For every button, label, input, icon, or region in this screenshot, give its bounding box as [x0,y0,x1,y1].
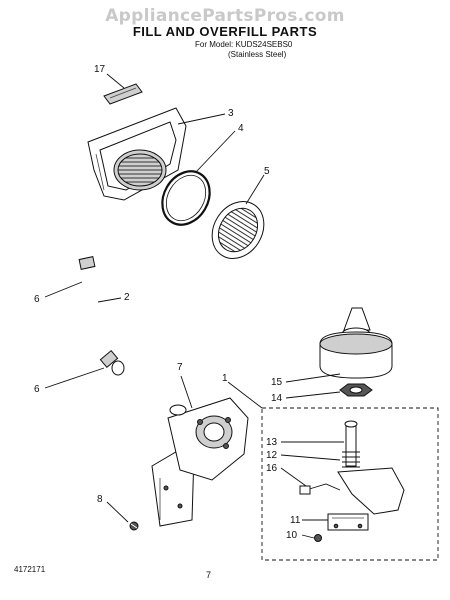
part-17-strip [103,83,143,105]
part-14-nut [339,383,373,397]
callout-11: 11 [290,515,301,526]
callout-17: 17 [94,64,106,75]
part-5-grill-cover [211,201,265,259]
part-13-switch-stem [344,420,358,467]
watermark: AppliancePartsPros.com [105,6,345,26]
page-number: 7 [206,570,212,580]
part-2-fill-hose [78,256,125,376]
variant-line: (Stainless Steel) [228,50,287,59]
callout-6-top: 6 [34,294,40,305]
document-number: 4172171 [14,565,46,574]
callout-15: 15 [271,377,283,388]
callout-10: 10 [286,530,298,541]
part-16-lever [299,467,405,515]
part-10-screw [314,534,322,542]
part-12-spring [342,451,360,468]
callout-4: 4 [238,123,244,134]
callout-14: 14 [271,393,283,404]
callout-1: 1 [222,373,228,384]
callout-6-bottom: 6 [34,384,40,395]
callout-16: 16 [266,463,278,474]
callout-7: 7 [177,362,183,373]
callout-3: 3 [228,108,234,119]
model-line: For Model: KUDS24SEBS0 [195,40,293,49]
part-3-fill-housing [87,107,187,201]
callout-8: 8 [97,494,103,505]
callout-5: 5 [264,166,270,177]
part-4-gasket-ring [161,170,211,226]
callout-12: 12 [266,450,278,461]
part-1-assembly-box [261,407,439,561]
part-8-screw [129,521,139,531]
part-11-microswitch [327,513,369,531]
callout-2: 2 [124,292,130,303]
leader-lines [44,73,344,539]
page-title: FILL AND OVERFILL PARTS [132,24,318,39]
part-15-float [319,307,393,379]
callout-13: 13 [266,437,278,448]
part-7-valve-assembly [151,397,249,527]
